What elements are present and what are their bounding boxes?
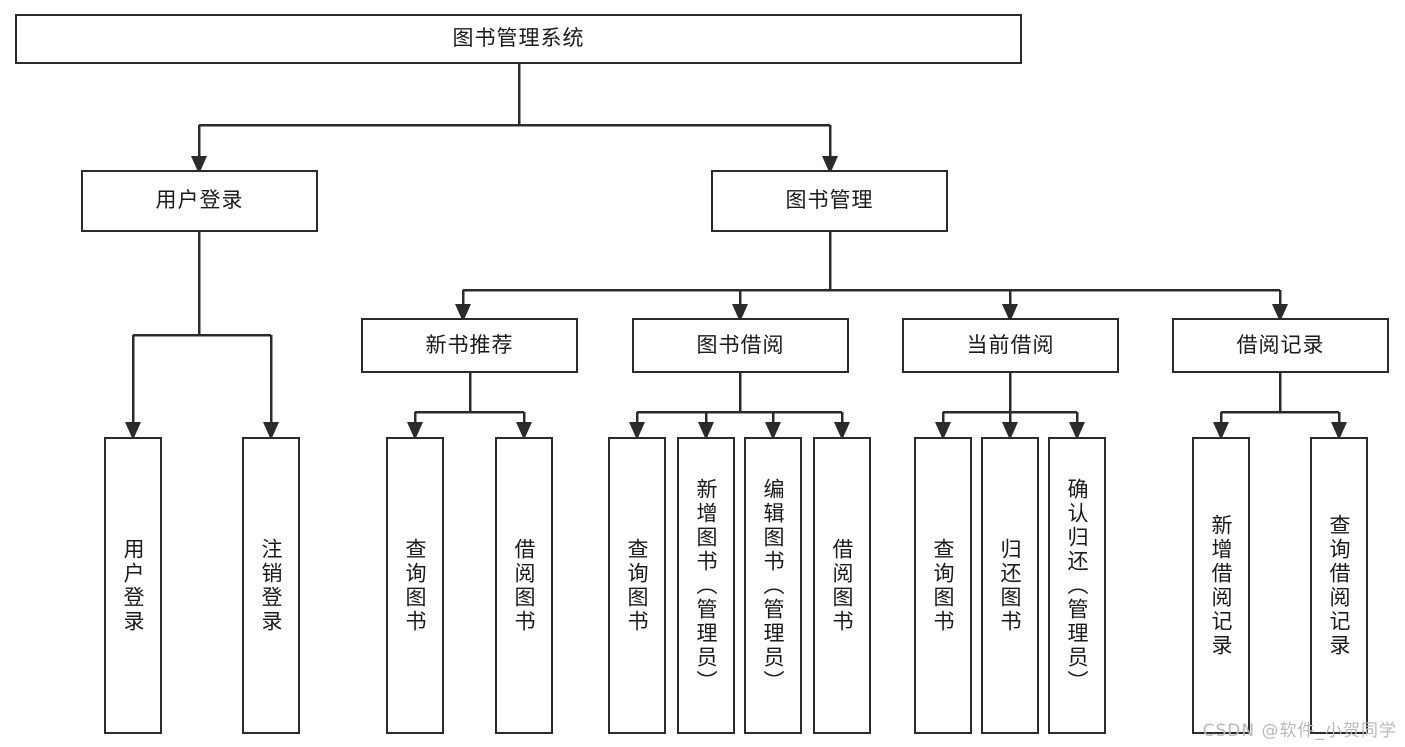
- leaf-current-borrow-return-book[interactable]: 归还图书: [981, 437, 1039, 734]
- leaf-borrow-record-add-record[interactable]: 新增借阅记录: [1192, 437, 1250, 734]
- node-label: 图书管理: [785, 188, 874, 213]
- node-label: 查询图书: [625, 537, 650, 634]
- leaf-user-login-logout[interactable]: 注销登录: [242, 437, 300, 734]
- node-label: 确认归还（管理员）: [1065, 477, 1090, 694]
- leaf-borrow-record-query-record[interactable]: 查询借阅记录: [1310, 437, 1368, 734]
- node-label: 图书借阅: [696, 332, 785, 357]
- leaf-book-borrow-edit-book-admin[interactable]: 编辑图书（管理员）: [744, 437, 802, 734]
- leaf-current-borrow-query-book[interactable]: 查询图书: [914, 437, 972, 734]
- leaf-new-book-query-book[interactable]: 查询图书: [386, 437, 444, 734]
- leaf-book-borrow-query-book[interactable]: 查询图书: [608, 437, 666, 734]
- leaf-user-login-login[interactable]: 用户登录: [104, 437, 162, 734]
- node-user-login[interactable]: 用户登录: [81, 170, 318, 232]
- node-label: 查询借阅记录: [1327, 513, 1352, 658]
- node-label: 查询图书: [403, 537, 428, 634]
- node-label: 注销登录: [259, 537, 284, 634]
- node-label: 用户登录: [155, 188, 244, 213]
- node-label: 图书管理系统: [452, 26, 585, 51]
- node-label: 编辑图书（管理员）: [761, 477, 786, 694]
- node-root-book-management-system[interactable]: 图书管理系统: [15, 14, 1022, 64]
- node-borrow-record[interactable]: 借阅记录: [1172, 318, 1389, 373]
- node-book-management[interactable]: 图书管理: [711, 170, 948, 232]
- node-label: 归还图书: [998, 537, 1023, 634]
- csdn-watermark: CSDN @软件_小贺同学: [1202, 721, 1397, 741]
- node-current-borrow[interactable]: 当前借阅: [902, 318, 1119, 373]
- node-label: 新增图书（管理员）: [694, 477, 719, 694]
- leaf-new-book-borrow-book[interactable]: 借阅图书: [495, 437, 553, 734]
- node-new-book-recommend[interactable]: 新书推荐: [361, 318, 578, 373]
- node-label: 新书推荐: [425, 332, 514, 357]
- node-label: 借阅图书: [830, 537, 855, 634]
- node-book-borrow[interactable]: 图书借阅: [632, 318, 849, 373]
- node-label: 当前借阅: [966, 332, 1055, 357]
- node-label: 用户登录: [121, 537, 146, 634]
- node-label: 新增借阅记录: [1209, 513, 1234, 658]
- node-label: 借阅图书: [512, 537, 537, 634]
- leaf-book-borrow-add-book-admin[interactable]: 新增图书（管理员）: [677, 437, 735, 734]
- node-label: 查询图书: [931, 537, 956, 634]
- leaf-book-borrow-borrow-book[interactable]: 借阅图书: [813, 437, 871, 734]
- node-label: 借阅记录: [1236, 332, 1325, 357]
- leaf-current-borrow-confirm-return-admin[interactable]: 确认归还（管理员）: [1048, 437, 1106, 734]
